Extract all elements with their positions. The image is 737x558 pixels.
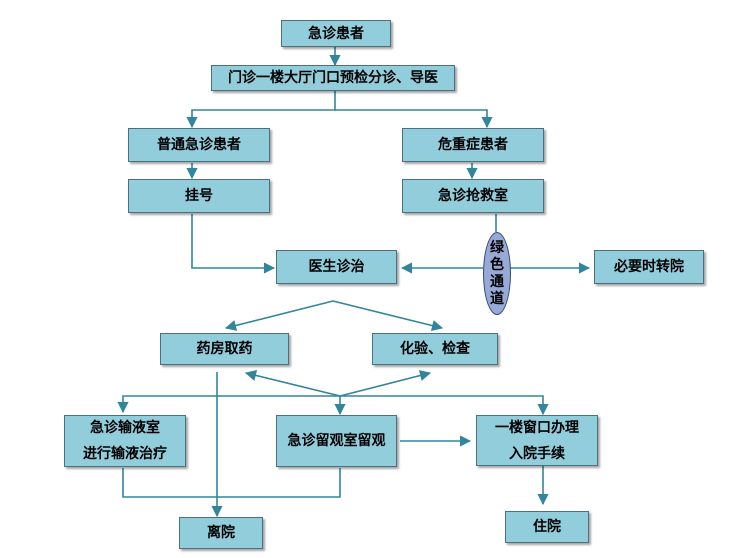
node-pharmacy: 药房取药 [160,333,289,365]
arrow-hub-to-admission [340,395,549,416]
node-diagnosis: 医生诊治 [276,250,397,284]
node-hospitalize: 住院 [505,511,589,543]
node-rescue-room: 急诊抢救室 [402,179,544,213]
node-transfer: 必要时转院 [594,250,704,284]
green-channel-label: 绿色通道 [490,239,504,307]
line-infusion-observation-merge [122,468,341,498]
arrow-hub-to-pharmacy [244,369,341,397]
arrow-hub-to-lab [339,370,432,397]
node-emergency-patient: 急诊患者 [281,20,391,47]
node-registration: 挂号 [128,179,270,213]
arrow-diagnosis-to-lab [332,300,444,332]
node-infusion-room: 急诊输液室 进行输液治疗 [64,415,186,467]
infusion-line-1: 急诊输液室 [90,420,160,436]
arrow-triage-to-critical [335,109,493,129]
admission-line-2: 入院手续 [509,445,565,462]
node-observation: 急诊留观室留观 [276,415,397,467]
arrow-registration-to-diagnosis [191,214,276,274]
node-discharge: 离院 [179,517,263,549]
admission-line-1: 一楼窗口办理 [495,419,579,436]
node-regular-patient: 普通急诊患者 [128,128,270,162]
arrow-diagnosis-to-pharmacy [224,300,334,331]
node-admission: 一楼窗口办理 入院手续 [476,415,598,466]
node-lab-test: 化验、检查 [372,333,498,365]
infusion-line-2: 进行输液治疗 [83,446,167,462]
node-critical-patient: 危重症患者 [402,128,544,162]
arrow-triage-to-regular [186,90,336,129]
node-triage: 门诊一楼大厅门口预检分诊、导医 [211,65,455,91]
arrow-hub-to-infusion [117,395,340,414]
green-channel-oval: 绿色通道 [483,232,511,315]
